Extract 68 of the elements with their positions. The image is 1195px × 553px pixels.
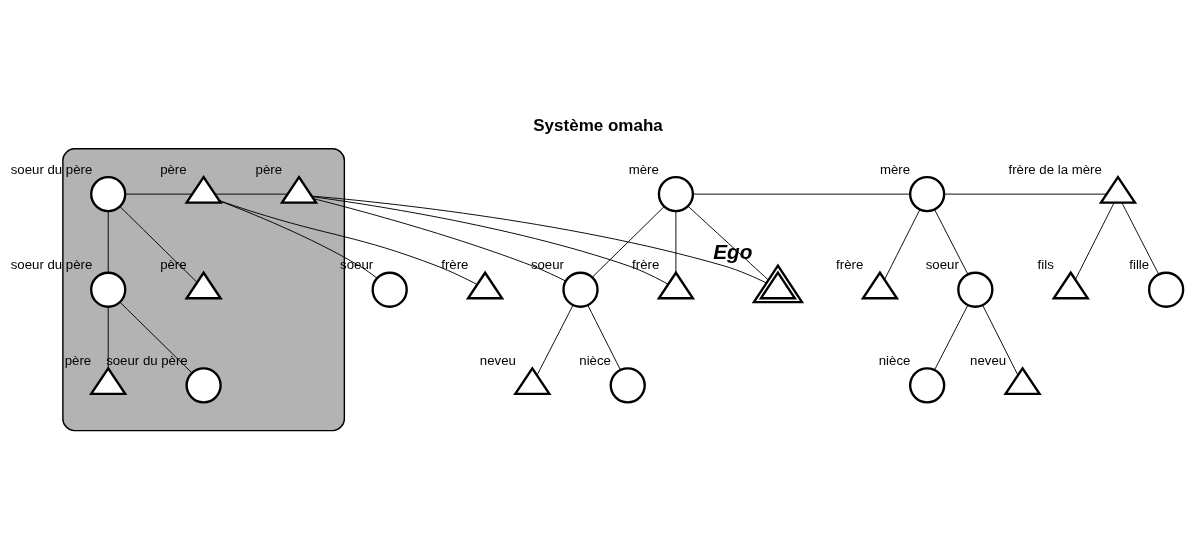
node-label: père (64, 352, 92, 368)
node-triangle (184, 270, 223, 300)
connector (214, 193, 289, 195)
node-triangle (513, 366, 552, 395)
node-label: soeur du père (10, 161, 93, 177)
connector (311, 195, 767, 284)
connector (119, 206, 198, 283)
node-label: frère de la mère (1008, 161, 1102, 177)
node-triangle (751, 263, 805, 304)
diagram-title: Système omaha (533, 116, 663, 136)
node-label: mère (879, 161, 911, 177)
connector (943, 193, 1107, 195)
connector (591, 206, 665, 278)
node-label: père (160, 161, 187, 177)
node-triangle (184, 175, 223, 204)
node-label: mère (628, 161, 659, 177)
node-label: père (160, 257, 187, 273)
node-label: nièce (878, 352, 911, 368)
node-label: neveu (970, 352, 1007, 368)
connector (587, 304, 621, 371)
node-circle (562, 271, 599, 308)
node-circle (909, 367, 946, 404)
connector (884, 209, 921, 281)
node-circle (1147, 271, 1185, 308)
node-label: Ego (713, 239, 753, 263)
node-triangle (656, 270, 696, 300)
connector (219, 200, 378, 279)
connector (934, 209, 969, 275)
connector (107, 210, 109, 274)
node-label: frère (632, 257, 660, 273)
node-label: soeur (925, 257, 959, 273)
connector (1075, 202, 1115, 280)
node-label: frère (836, 257, 864, 273)
connector (313, 198, 567, 282)
connector (1121, 202, 1160, 275)
connector (692, 193, 911, 195)
node-circle (185, 367, 222, 404)
node-label: soeur (530, 257, 564, 273)
node-label: fille (1129, 257, 1150, 273)
node-circle (657, 175, 695, 213)
connector (124, 193, 193, 195)
node-circle (609, 367, 646, 404)
node-triangle (1003, 366, 1042, 395)
connector (311, 196, 669, 285)
node-triangle (860, 270, 900, 300)
connector (687, 205, 769, 281)
node-triangle (1051, 270, 1090, 300)
node-triangle (89, 366, 128, 395)
node-label: soeur du père (10, 257, 93, 273)
node-label: neveu (479, 352, 516, 368)
node-circle (909, 175, 946, 213)
connector (982, 304, 1019, 376)
connector (675, 210, 677, 274)
node-circle (957, 271, 994, 308)
connector (107, 306, 109, 369)
node-triangle (465, 270, 505, 300)
connector (934, 304, 969, 371)
connector (536, 304, 574, 376)
node-label: frère (441, 257, 469, 273)
node-triangle (279, 175, 319, 204)
node-label: nièce (579, 352, 611, 368)
node-circle (90, 271, 127, 308)
node-label: père (255, 161, 283, 177)
node-triangle (1098, 175, 1138, 204)
connector (218, 200, 478, 285)
node-label: fils (1037, 257, 1054, 273)
node-circle (90, 175, 127, 213)
node-circle (371, 271, 408, 308)
